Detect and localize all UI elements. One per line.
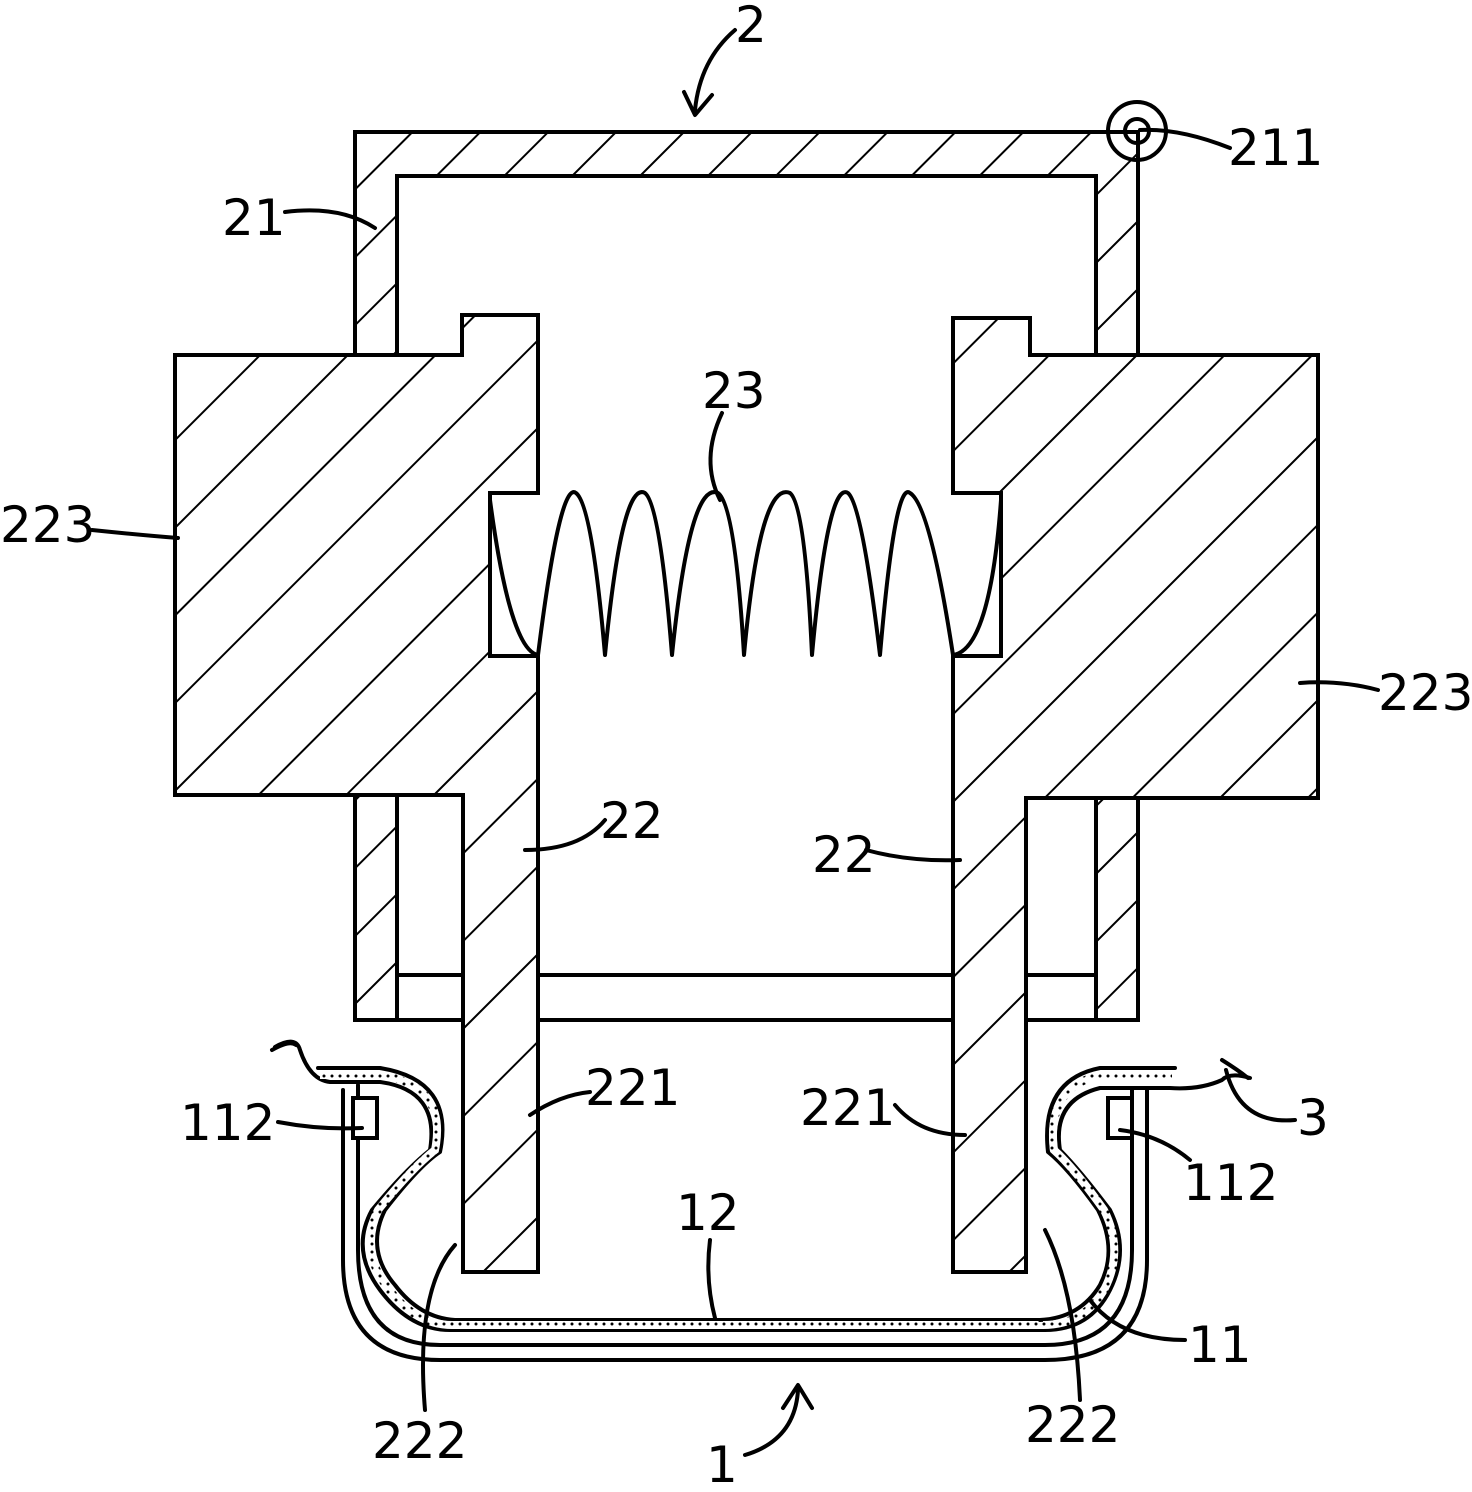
film-left-tip: [270, 1041, 298, 1052]
leader-211: [1138, 127, 1232, 150]
leader-3: [1224, 1068, 1297, 1123]
leader-223-right: [1298, 680, 1380, 692]
label-223-right: 223: [1378, 664, 1472, 722]
leader-11: [1088, 1298, 1187, 1342]
leader-223-left: [90, 528, 180, 540]
leader-12: [706, 1238, 717, 1320]
leader-22-left: [523, 818, 607, 852]
label-222-left: 222: [372, 1412, 467, 1470]
leader-1-arrow: [781, 1383, 814, 1410]
label-21: 21: [222, 189, 286, 247]
label-112-left: 112: [180, 1094, 275, 1152]
leader-222-right: [1043, 1228, 1082, 1402]
label-22-right: 22: [812, 826, 876, 884]
label-12: 12: [676, 1184, 740, 1242]
label-221-left: 221: [585, 1059, 680, 1117]
film-left-dots: [320, 1071, 1043, 1329]
label-112-right: 112: [1183, 1154, 1278, 1212]
film-right-dots: [1042, 1071, 1172, 1329]
leader-2: [693, 28, 737, 112]
leader-22-right: [864, 848, 962, 863]
leader-112-right: [1118, 1128, 1192, 1162]
leader-112-left: [276, 1120, 364, 1131]
spring: [488, 490, 1003, 657]
clip-left: [351, 1096, 379, 1140]
film-left-b: [316, 1066, 1042, 1322]
leader-1: [743, 1388, 800, 1457]
label-22-left: 22: [600, 792, 664, 850]
leader-2-arrow: [682, 90, 714, 117]
leader-221-right: [893, 1103, 967, 1137]
label-23: 23: [702, 362, 766, 420]
leader-23: [708, 411, 724, 502]
film-right-tip: [1220, 1058, 1250, 1080]
label-11: 11: [1188, 1316, 1252, 1374]
block-right: [951, 316, 1320, 1274]
label-223-left: 223: [0, 496, 95, 554]
label-2: 2: [735, 0, 767, 54]
block-left: [173, 313, 540, 1274]
cover-lower-left-inner: [395, 973, 465, 1022]
leader-21: [283, 208, 377, 230]
label-222-right: 222: [1025, 1396, 1120, 1454]
cup-shell-inner: [356, 1083, 1134, 1347]
label-211: 211: [1228, 119, 1323, 177]
cup-shell-outer: [341, 1088, 1149, 1362]
label-3: 3: [1297, 1089, 1329, 1147]
cover-lower-right-inner: [1024, 973, 1098, 1022]
cover-lower-right: [1094, 796, 1140, 1022]
label-1: 1: [706, 1436, 738, 1487]
label-221-right: 221: [800, 1079, 895, 1137]
cover-lower-left: [353, 793, 399, 1022]
film-right-b: [1038, 1066, 1177, 1322]
leader-222-left: [421, 1243, 457, 1412]
leader-221-left: [528, 1090, 592, 1117]
film-right-a: [1043, 1073, 1252, 1332]
